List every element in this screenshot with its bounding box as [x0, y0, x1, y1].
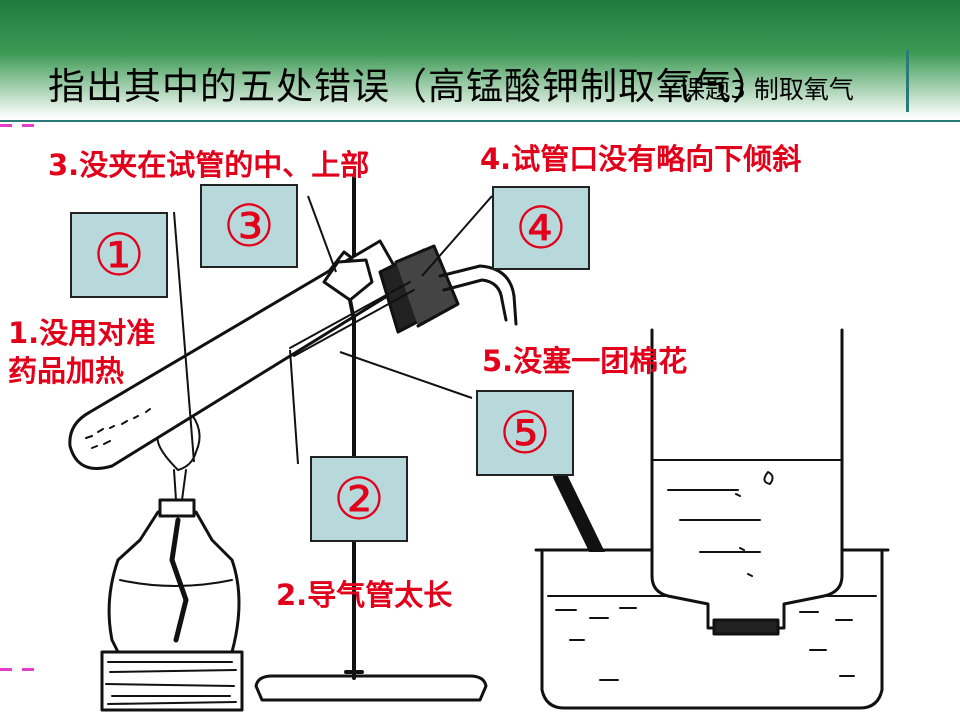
error-label-4: 4.试管口没有略向下倾斜	[480, 136, 801, 178]
marker-box-1: ①	[70, 212, 168, 298]
stand-base	[256, 676, 486, 700]
marker-box-2: ②	[310, 456, 408, 542]
lamp-wick	[174, 470, 186, 500]
error-label-3: 3.没夹在试管的中、上部	[48, 142, 369, 184]
marker-number: ⑤	[478, 392, 572, 474]
marker-number: ①	[72, 214, 166, 296]
marker-box-4: ④	[492, 186, 590, 270]
marker-number: ③	[202, 186, 296, 266]
lamp-neck	[160, 500, 194, 516]
marker-box-3: ③	[200, 184, 298, 268]
marker-number: ④	[494, 188, 588, 268]
error-label-5: 5.没塞一团棉花	[482, 338, 687, 380]
bottle-mouth	[714, 620, 778, 634]
marker-number: ②	[312, 458, 406, 540]
error-label-1: 1.没用对准 药品加热	[8, 314, 155, 390]
error-label-2: 2.导气管太长	[276, 572, 452, 614]
error-label-1-line2: 药品加热	[8, 352, 155, 390]
error-label-1-line1: 1.没用对准	[8, 314, 155, 352]
marker-box-5: ⑤	[476, 390, 574, 476]
